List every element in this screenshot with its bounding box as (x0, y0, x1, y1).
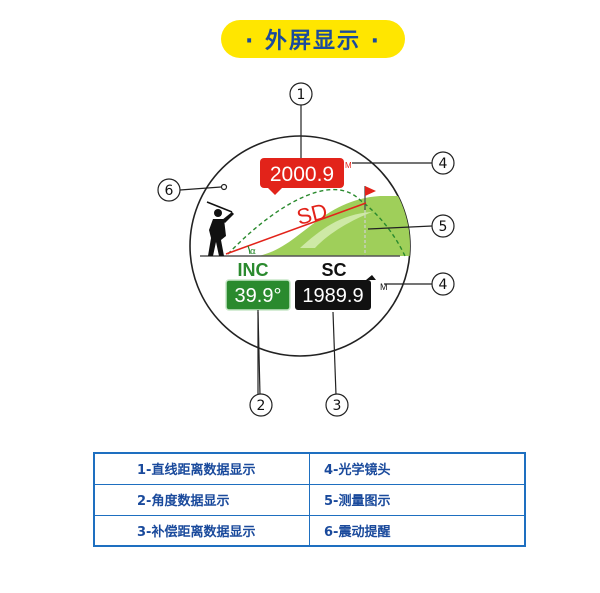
legend-item: 5-测量图示 (309, 483, 526, 516)
callout-4a-number: 4 (439, 156, 448, 172)
legend-item: 4-光学镜头 (309, 452, 526, 485)
callout-5-number: 5 (439, 219, 448, 235)
legend-item: 6-震动提醒 (309, 514, 526, 547)
legend-row: 3-补偿距离数据显示 6-震动提醒 (93, 514, 526, 547)
callout-4b-circle (431, 272, 455, 296)
trajectory-path (227, 189, 406, 257)
vibration-indicator-icon (220, 183, 228, 191)
callout-6-circle (157, 178, 181, 202)
angle-arc (247, 245, 251, 255)
callout-1-circle (289, 82, 313, 106)
callout-1-number: 1 (297, 87, 306, 103)
sd-line (225, 202, 367, 255)
callout-6-number: 6 (165, 183, 174, 199)
rangefinder-display-diagram: SD α INC SC 2000.9 M 39.9° 1989.9 M 1 4 … (157, 82, 455, 417)
distance-value: 2000.9 (270, 163, 334, 186)
sc-box (295, 280, 371, 310)
inc-label: INC (238, 260, 269, 280)
callout-4b-number: 4 (439, 277, 448, 293)
title-banner: · 外屏显示 · (221, 20, 405, 58)
flag-icon (365, 186, 376, 196)
distance-box (260, 158, 344, 188)
legend-row: 2-角度数据显示 5-测量图示 (93, 483, 526, 516)
angle-value: 39.9° (235, 285, 282, 307)
legend-row: 1-直线距离数据显示 4-光学镜头 (93, 452, 526, 485)
callout-5-circle (431, 214, 455, 238)
legend-item: 1-直线距离数据显示 (93, 452, 310, 485)
alpha-label: α (250, 247, 256, 257)
sc-value: 1989.9 (302, 285, 363, 307)
title-text: · 外屏显示 · (244, 29, 382, 54)
distance-unit: M (345, 161, 352, 170)
callout-3-circle (325, 393, 349, 417)
callout-4a-circle (431, 151, 455, 175)
sc-unit: M (380, 282, 388, 292)
sc-label: SC (321, 260, 346, 280)
callout-3-number: 3 (333, 398, 342, 414)
golfer-icon (206, 201, 234, 256)
legend-item: 3-补偿距离数据显示 (93, 514, 310, 547)
callout-2-number: 2 (257, 398, 266, 414)
legend-table: 1-直线距离数据显示 4-光学镜头 2-角度数据显示 5-测量图示 3-补偿距离… (93, 452, 526, 547)
legend-item: 2-角度数据显示 (93, 483, 310, 516)
callout-2-circle (249, 393, 273, 417)
